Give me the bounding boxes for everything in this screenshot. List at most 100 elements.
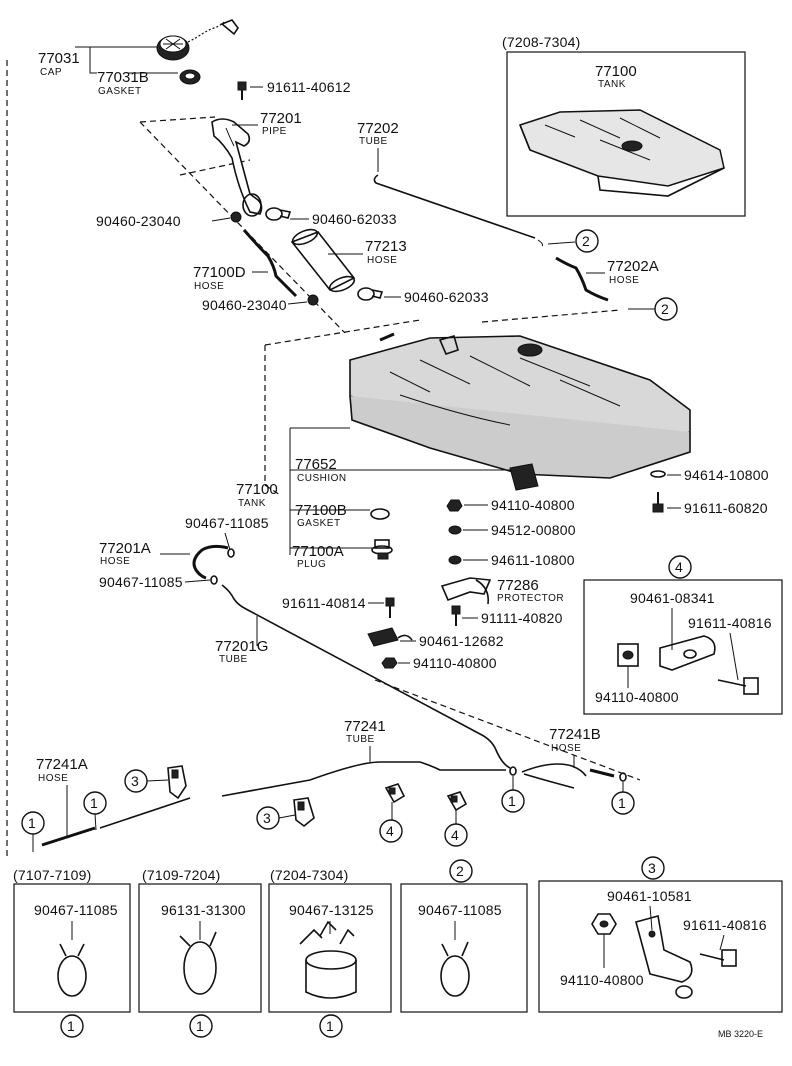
ref-circle-4a: 4: [379, 819, 403, 843]
cap-bracket-line: [75, 46, 178, 74]
svg-text:1: 1: [196, 1018, 204, 1034]
band-clamp-icon: [299, 920, 357, 999]
cap-part-name: CAP: [40, 67, 62, 78]
hose-77241a-name: HOSE: [38, 773, 68, 784]
clamp-90460-23040-b-label: 90460-23040: [202, 297, 287, 313]
bottom-range-3: (7204-7304): [270, 867, 348, 883]
clamp-90460-23040-a-label: 90460-23040: [96, 213, 181, 229]
clamp-90460-62033-b-label: 90460-62033: [404, 289, 489, 305]
bolt-91611-40612-label: 91611-40612: [267, 79, 351, 95]
inset-fuel-tank-icon: [519, 109, 725, 197]
ref-circle-1-bottom-a: 1: [60, 1014, 84, 1038]
tube-77241-number: 77241: [344, 718, 386, 735]
ref-circle-1b: 1: [83, 791, 107, 815]
svg-text:1: 1: [67, 1018, 75, 1034]
hose-77241a-number: 77241A: [36, 756, 88, 773]
ref-circle-1-bottom-b: 1: [189, 1014, 213, 1038]
hose-77241b-icon: [521, 763, 615, 789]
bottom-box-3: [268, 883, 392, 1013]
leader-ref3a: [146, 779, 169, 782]
ref-circle-1-bottom-c: 1: [319, 1014, 343, 1038]
tube-77241-icon: [221, 761, 506, 797]
leader-90467-11085-b: [184, 579, 211, 583]
svg-text:2: 2: [582, 233, 590, 249]
gasket-part-name: GASKET: [98, 86, 142, 97]
bolt-91611-60820-label: 91611-60820: [684, 500, 768, 516]
hose-clamp-icon-b: [357, 287, 384, 301]
washer-94611-10800-label: 94611-10800: [491, 552, 575, 568]
hose-77100d-number: 77100D: [193, 264, 246, 281]
bolt-icon-b: [652, 492, 664, 513]
small-clamp-icon-b: [307, 294, 319, 306]
inset-tank-name: TANK: [598, 79, 626, 90]
box3-bolt-label: 91611-40816: [683, 917, 767, 933]
hose-77213-name: HOSE: [367, 255, 397, 266]
fuel-tank-icon: [349, 332, 691, 479]
gasket2-name: GASKET: [297, 518, 341, 529]
leader-90460-23040-b: [287, 301, 308, 305]
svg-text:4: 4: [675, 559, 683, 575]
box3-clamp-label: 90461-10581: [607, 888, 692, 904]
pipe-part-number: 77201: [260, 110, 302, 127]
bolt-91111-40820-label: 91111-40820: [481, 610, 563, 626]
svg-text:1: 1: [618, 795, 626, 811]
spring-clip-icon-b: [179, 931, 217, 995]
plug-name: PLUG: [297, 559, 326, 570]
ref-circle-2a: 2: [575, 229, 599, 253]
box3-nut-icon: [591, 913, 617, 935]
protector-bracket-icon: [440, 577, 492, 605]
bolt-icon-c: [451, 605, 461, 626]
leader-ref1b: [94, 813, 97, 831]
hose-77201a-icon: [192, 544, 229, 580]
detail-box-4: [583, 579, 783, 715]
detail-box-3: [538, 880, 783, 1013]
svg-text:4: 4: [451, 827, 459, 843]
cap-part-number: 77031: [38, 50, 80, 67]
gasket-part-number: 77031B: [97, 69, 149, 86]
hose-77202a-name: HOSE: [609, 275, 639, 286]
leader-ref2-a: [547, 241, 576, 245]
cushion-number: 77652: [295, 456, 337, 473]
spring-clip-icon-c: [440, 941, 470, 997]
hose-77241b-name: HOSE: [551, 743, 581, 754]
ref-circle-1c: 1: [501, 789, 525, 813]
svg-text:3: 3: [263, 810, 271, 826]
clamp-90461-12682-label: 90461-12682: [419, 633, 504, 649]
box4-clamp-bracket-icon: [659, 635, 716, 671]
tube-77241-name: TUBE: [346, 734, 375, 745]
bottom-box-2: [138, 883, 262, 1013]
washer-94614-10800-label: 94614-10800: [684, 467, 769, 483]
tube-icon: [373, 174, 543, 247]
svg-text:3: 3: [648, 860, 656, 876]
box4-bolt-icon: [717, 677, 759, 695]
bottom-box-4: [400, 883, 528, 1013]
ref-circle-4b: 4: [444, 823, 468, 847]
box4-clamp-label: 90461-08341: [630, 590, 715, 606]
washer-icon-c: [650, 470, 666, 478]
tube-77201g-number: 77201G: [215, 638, 268, 655]
tank-dashed-outline: [264, 309, 641, 781]
ref-circle-2-bottom: 2: [449, 859, 473, 883]
bottom-clip-3-label: 90467-13125: [289, 902, 374, 918]
box3-clamp-bracket-icon: [635, 914, 693, 999]
svg-text:1: 1: [90, 795, 98, 811]
ref-circle-2b: 2: [654, 297, 678, 321]
bottom-clip-4-label: 90467-11085: [418, 902, 502, 918]
hose-77202a-number: 77202A: [607, 258, 659, 275]
nut-94110-40800-a-label: 94110-40800: [491, 497, 575, 513]
leader-box3-bolt: [719, 934, 725, 951]
svg-text:2: 2: [456, 863, 464, 879]
ref-circle-1d: 1: [611, 791, 635, 815]
breather-hose-icon: [242, 229, 298, 298]
washer-94512-00800-label: 94512-00800: [491, 522, 576, 538]
bolt-91611-40814-label: 91611-40814: [282, 595, 366, 611]
hose-77100d-name: HOSE: [194, 281, 224, 292]
gasket2-number: 77100B: [295, 502, 347, 519]
clip-icon: [227, 548, 235, 558]
hose-77201a-name: HOSE: [100, 556, 130, 567]
small-clamp-icon: [230, 211, 242, 223]
inset-tank-number: 77100: [595, 63, 637, 80]
leader-ref3b: [278, 814, 296, 819]
hose-77202a-icon: [555, 256, 609, 302]
svg-text:1: 1: [28, 815, 36, 831]
